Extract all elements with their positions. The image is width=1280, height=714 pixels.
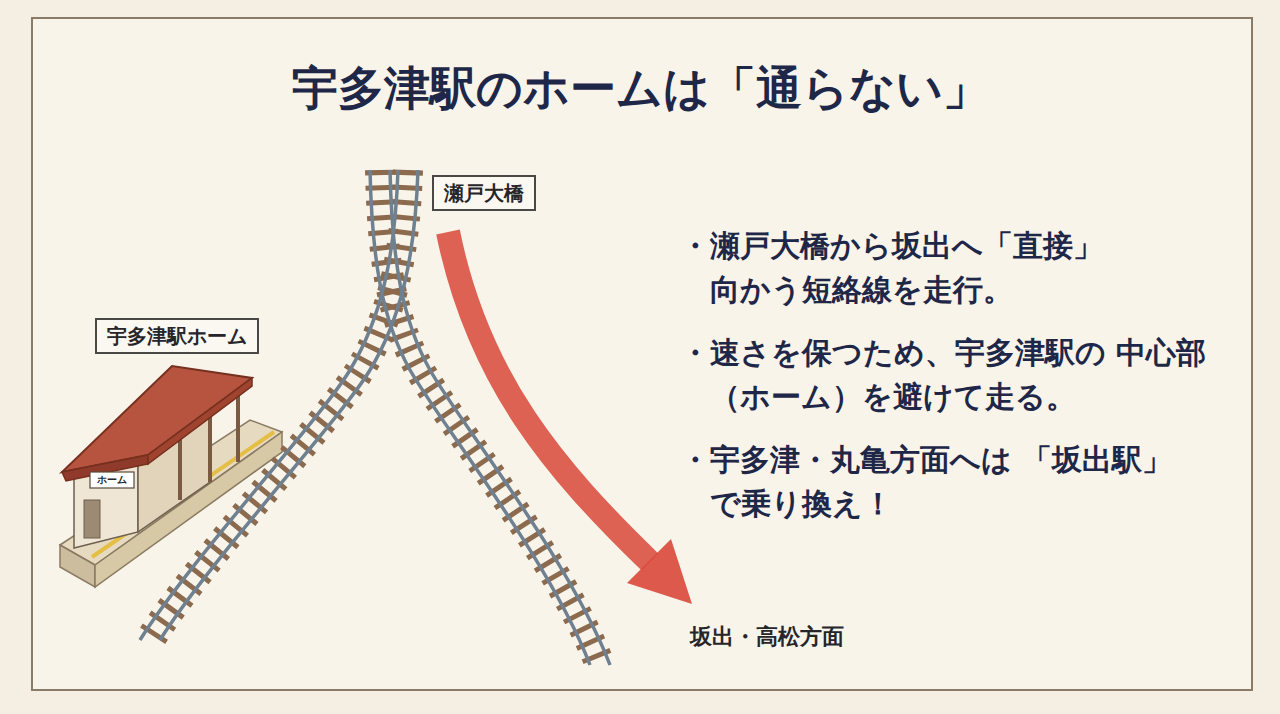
title: 宇多津駅のホームは「通らない」 xyxy=(0,58,1280,120)
station-illustration xyxy=(60,366,282,587)
label-box: 瀬戸大橋 xyxy=(432,175,536,211)
railway-tracks xyxy=(140,170,610,665)
label-box: 宇多津駅ホーム xyxy=(95,318,259,354)
bullet-note: ・瀬戸大橋から坂出へ「直接」 向かう短絡線を走行。 xyxy=(680,224,1270,311)
station-sign xyxy=(90,472,134,488)
direction-label: 坂出・高松方面 xyxy=(690,622,844,653)
bullet-note: ・宇多津・丸亀方面へは 「坂出駅」で乗り換え！ xyxy=(680,438,1270,525)
box-label: 瀬戸大橋 xyxy=(444,181,524,205)
station-sign-text: ホーム xyxy=(90,473,134,487)
route-arrow xyxy=(448,232,692,604)
bullet-note: ・速さを保つため、宇多津駅の 中心部（ホーム）を避けて走る。 xyxy=(680,331,1270,418)
box-label: 宇多津駅ホーム xyxy=(107,324,247,348)
